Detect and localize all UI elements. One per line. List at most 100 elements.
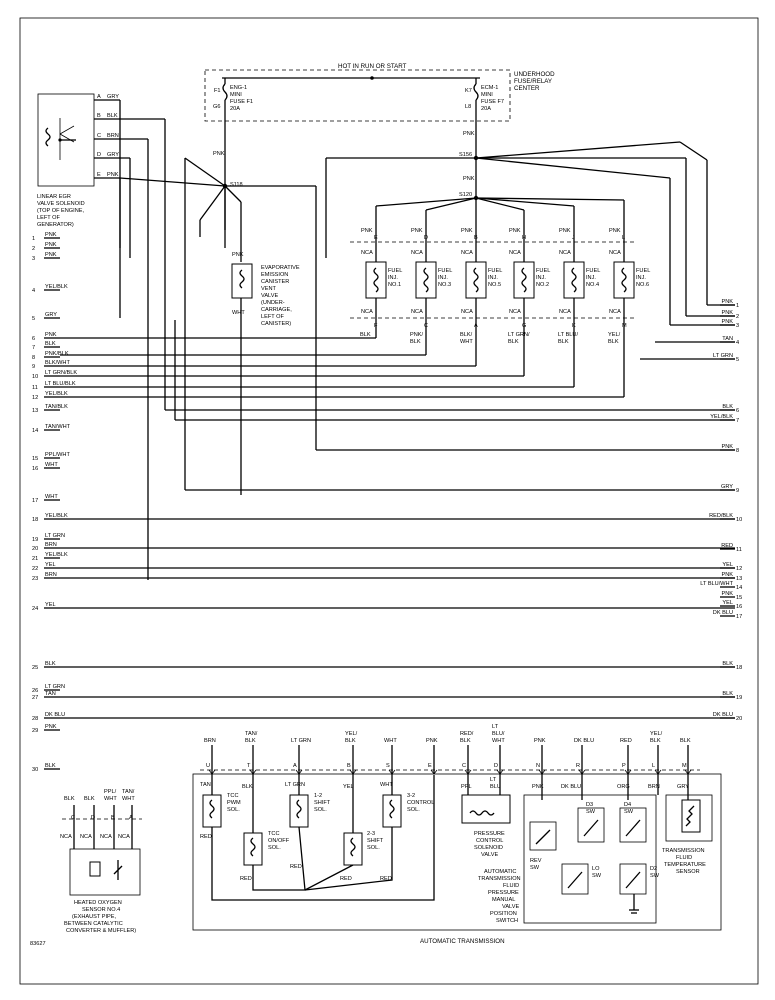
svg-text:MINI: MINI bbox=[230, 92, 242, 98]
wire-color: BLK bbox=[460, 738, 471, 744]
label: NO.5 bbox=[488, 282, 501, 288]
wire-color: GRY bbox=[721, 484, 733, 490]
pin-label: D bbox=[494, 763, 498, 769]
svg-text:FUSE F7: FUSE F7 bbox=[481, 99, 504, 105]
pin-number: 28 bbox=[32, 716, 38, 722]
wire-color: LT GRN bbox=[45, 533, 65, 539]
pin-number: 2 bbox=[736, 314, 739, 320]
pin-number: 8 bbox=[736, 448, 739, 454]
fuse-box-label-2: FUSE/RELAY bbox=[514, 78, 552, 85]
label: NO.3 bbox=[438, 282, 451, 288]
nca-label: NCA bbox=[461, 309, 473, 315]
svg-text:LT: LT bbox=[490, 777, 497, 783]
wire-color: BLK bbox=[84, 796, 95, 802]
wire-label: BLK bbox=[508, 339, 519, 345]
linear-egr-valve: LINEAR EGR VALVE SOLENOID (TOP OF ENGINE… bbox=[37, 93, 95, 228]
svg-text:FLUID: FLUID bbox=[676, 855, 692, 861]
left-connector-wire: 15 PPL/WHT bbox=[32, 452, 70, 462]
pin-number: 17 bbox=[736, 614, 742, 620]
svg-text:ENG-1: ENG-1 bbox=[230, 85, 247, 91]
wire-label: LT GRN/ bbox=[508, 332, 530, 338]
svg-text:PNK: PNK bbox=[107, 172, 119, 178]
svg-text:HEATED OXYGEN: HEATED OXYGEN bbox=[74, 900, 122, 906]
svg-text:SOL.: SOL. bbox=[367, 845, 380, 851]
pin-number: 14 bbox=[32, 428, 38, 434]
wire-color: TAN/ bbox=[122, 789, 135, 795]
wire-color: DK BLU bbox=[713, 712, 733, 718]
wire-color: YEL/BLK bbox=[45, 284, 68, 290]
pin-label: A bbox=[129, 815, 133, 821]
label: FUEL bbox=[636, 268, 650, 274]
pin-label: C bbox=[462, 763, 466, 769]
wire-color: WHT bbox=[384, 738, 397, 744]
wire-color: PPL/WHT bbox=[45, 452, 70, 458]
wire-color: RED/ bbox=[460, 731, 474, 737]
wire-color: BLK bbox=[64, 796, 75, 802]
splice-s120: S120 bbox=[375, 192, 625, 240]
svg-text:SW: SW bbox=[650, 873, 660, 879]
svg-text:S156: S156 bbox=[459, 152, 472, 158]
pin-number: 5 bbox=[736, 357, 739, 363]
wire-color: BLK bbox=[45, 763, 56, 769]
pin-number: 4 bbox=[736, 340, 739, 346]
pin-number: 1 bbox=[32, 236, 35, 242]
nca-label: NCA bbox=[461, 250, 473, 256]
pin-number: 13 bbox=[32, 408, 38, 414]
nca-label: NCA bbox=[100, 834, 112, 840]
wire-color: LT bbox=[492, 724, 499, 730]
pin-number: 19 bbox=[736, 695, 742, 701]
pin-number: 9 bbox=[736, 488, 739, 494]
pin-label: L bbox=[622, 235, 625, 241]
wire-color: BLK bbox=[722, 404, 733, 410]
wire-color: BRN bbox=[204, 738, 216, 744]
svg-text:YEL: YEL bbox=[343, 784, 354, 790]
pin-number: 7 bbox=[32, 345, 35, 351]
nca-label: NCA bbox=[80, 834, 92, 840]
svg-text:2-3: 2-3 bbox=[367, 831, 375, 837]
pin-number: 9 bbox=[32, 364, 35, 370]
wire-color: LT GRN bbox=[45, 684, 65, 690]
svg-text:BLU: BLU bbox=[490, 784, 501, 790]
left-connector-wire: 19 LT GRN bbox=[32, 533, 65, 543]
pin-number: 22 bbox=[32, 566, 38, 572]
pin-label: P bbox=[622, 763, 626, 769]
wire-color: LT GRN bbox=[713, 353, 733, 359]
svg-text:SENSOR NO.4: SENSOR NO.4 bbox=[82, 907, 120, 913]
pin-number: 6 bbox=[736, 408, 739, 414]
wire-color: TAN bbox=[45, 691, 56, 697]
svg-text:SOLENOID: SOLENOID bbox=[474, 845, 503, 851]
wire-color: TAN/ bbox=[245, 731, 258, 737]
label: NO.4 bbox=[586, 282, 599, 288]
wire-label: BLK bbox=[608, 339, 619, 345]
pin-number: 15 bbox=[32, 456, 38, 462]
label: FUEL bbox=[488, 268, 502, 274]
pin-number: 6 bbox=[32, 336, 35, 342]
svg-text:VALVE: VALVE bbox=[502, 904, 519, 910]
svg-text:GENERATOR): GENERATOR) bbox=[37, 222, 74, 228]
label: INJ. bbox=[488, 275, 498, 281]
pin-number: 21 bbox=[32, 556, 38, 562]
pin-label: E bbox=[374, 235, 378, 241]
pin-number: 19 bbox=[32, 537, 38, 543]
svg-text:S120: S120 bbox=[459, 192, 472, 198]
wire-color: BLU/ bbox=[492, 731, 505, 737]
wire-color: PNK bbox=[45, 232, 57, 238]
pin-number: 13 bbox=[736, 576, 742, 582]
nca-label: NCA bbox=[411, 309, 423, 315]
wire-color: YEL/ bbox=[345, 731, 358, 737]
svg-text:1-2: 1-2 bbox=[314, 793, 322, 799]
pin-label: A bbox=[293, 763, 297, 769]
svg-text:PPL: PPL bbox=[461, 784, 472, 790]
